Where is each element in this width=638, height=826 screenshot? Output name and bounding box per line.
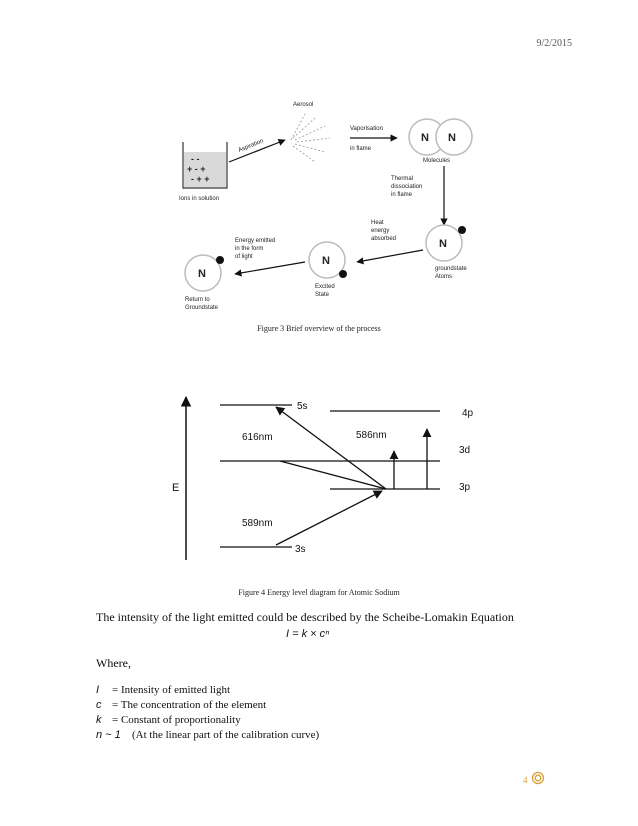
beaker: - - + - + - + + bbox=[182, 142, 228, 189]
variable-symbol: I bbox=[96, 684, 100, 696]
ion-row-1: - - bbox=[191, 154, 200, 164]
return-n: N bbox=[198, 268, 206, 280]
excited-label-1: Excited bbox=[315, 284, 335, 290]
intro-paragraph: The intensity of the light emitted could… bbox=[96, 610, 514, 624]
thermal-label-2: dissociation bbox=[391, 184, 422, 190]
variable-text: = Constant of proportionality bbox=[112, 714, 241, 726]
groundstate-label-1: groundstate bbox=[435, 266, 467, 272]
where-label: Where, bbox=[96, 656, 131, 670]
arrow-3p-3d-left bbox=[279, 460, 387, 490]
return-label-1: Return to bbox=[185, 297, 210, 303]
groundstate-n: N bbox=[439, 238, 447, 250]
heat-label-3: absorbed bbox=[371, 236, 396, 242]
label-4p: 4p bbox=[462, 408, 474, 419]
vaporisation-label-2: in flame bbox=[350, 146, 372, 152]
variable-symbol: k bbox=[96, 714, 102, 726]
variable-symbol: n ~ 1 bbox=[96, 729, 121, 741]
thermal-label-3: in flame bbox=[391, 192, 413, 198]
figure4-caption: Figure 4 Energy level diagram for Atomic… bbox=[238, 588, 400, 597]
label-586nm: 586nm bbox=[356, 430, 387, 441]
molecule-n2: N bbox=[448, 132, 456, 144]
groundstate-atom: N bbox=[425, 224, 466, 262]
molecules-label: Molecules bbox=[423, 158, 450, 164]
aerosol-spray bbox=[290, 113, 331, 163]
ions-label: Ions in solution bbox=[179, 196, 219, 202]
variable-text: (At the linear part of the calibration c… bbox=[132, 729, 320, 741]
aspiration-label: Aspiration bbox=[238, 138, 265, 154]
emitted-label-2: in the form bbox=[235, 246, 263, 252]
excited-atom: N bbox=[308, 241, 347, 279]
equation: I = k × cⁿ bbox=[286, 628, 330, 640]
label-3s: 3s bbox=[295, 544, 306, 555]
energy-level-diagram: E 5s 4p 3d 3p 3s 616nm 586nm 589nm bbox=[172, 395, 474, 560]
variable-text: = Intensity of emitted light bbox=[112, 684, 231, 696]
ion-row-3: - + + bbox=[191, 174, 210, 184]
arrow-3s-3p bbox=[275, 490, 383, 546]
aerosol-label: Aerosol bbox=[293, 102, 313, 108]
label-616nm: 616nm bbox=[242, 432, 273, 443]
ion-row-2: + - + bbox=[187, 164, 206, 174]
excited-n: N bbox=[322, 255, 330, 267]
variable-row: c = The concentration of the element bbox=[96, 699, 266, 711]
variable-text: = The concentration of the element bbox=[112, 699, 267, 711]
molecule-n1: N bbox=[421, 132, 429, 144]
variable-row: n ~ 1 (At the linear part of the calibrat… bbox=[96, 729, 319, 741]
variable-row: I = Intensity of emitted light bbox=[96, 684, 230, 696]
vaporisation-label-1: Vaporisation bbox=[350, 126, 383, 132]
page-number: 4 bbox=[523, 775, 528, 785]
variable-row: k = Constant of proportionality bbox=[96, 714, 241, 726]
process-overview-diagram: - - + - + - + + Ions in solution Aspirat… bbox=[179, 102, 473, 311]
label-589nm: 589nm bbox=[242, 518, 273, 529]
emitted-label-1: Energy emitted bbox=[235, 238, 275, 244]
return-atom: N bbox=[184, 254, 224, 292]
header-date: 9/2/2015 bbox=[536, 38, 572, 49]
label-3d: 3d bbox=[459, 445, 470, 456]
label-3p: 3p bbox=[459, 482, 471, 493]
molecule: N N bbox=[408, 118, 473, 156]
groundstate-label-2: Atoms bbox=[435, 274, 452, 280]
excited-label-2: State bbox=[315, 292, 330, 298]
heat-label-2: energy bbox=[371, 228, 389, 234]
return-label-2: Groundstate bbox=[185, 305, 219, 311]
thermal-label-1: Thermal bbox=[391, 176, 413, 182]
emitted-label-3: of light bbox=[235, 254, 253, 260]
variable-symbol: c bbox=[96, 699, 102, 711]
page-ornament-icon bbox=[531, 771, 545, 785]
label-5s: 5s bbox=[297, 401, 308, 412]
energy-axis-label: E bbox=[172, 482, 179, 494]
arrow-3p-5s bbox=[275, 406, 387, 490]
heat-label-1: Heat bbox=[371, 220, 384, 226]
figure3-caption: Figure 3 Brief overview of the process bbox=[257, 324, 381, 333]
